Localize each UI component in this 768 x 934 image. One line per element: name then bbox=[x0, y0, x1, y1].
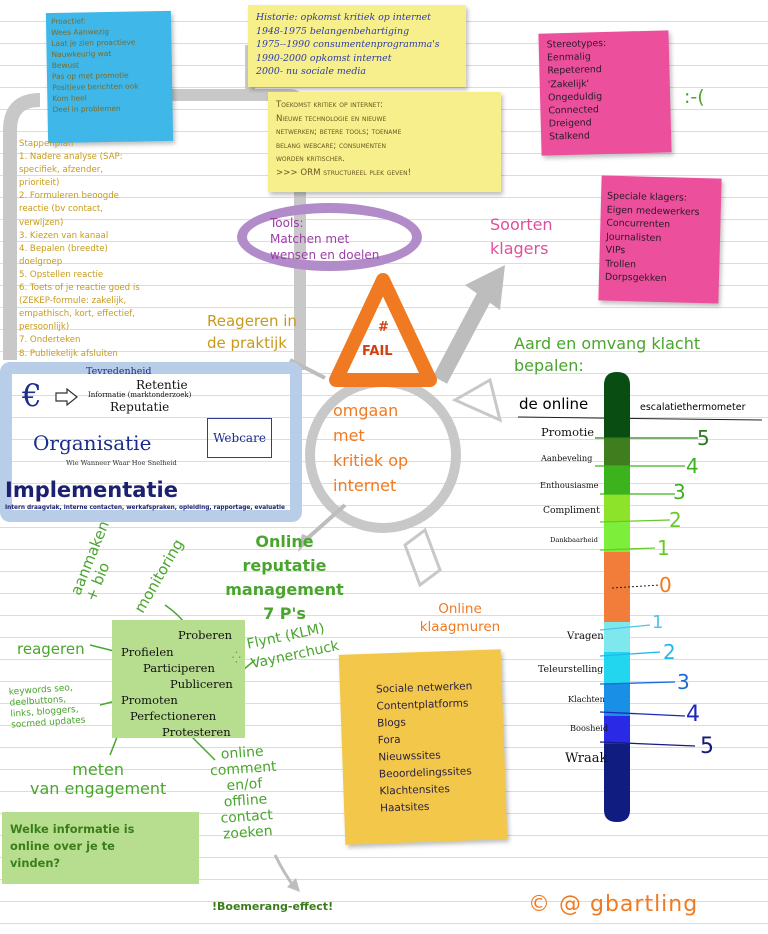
level-num-pos-4: 4 bbox=[686, 454, 699, 478]
meten-engagement: meten van engagement bbox=[30, 760, 167, 798]
level-label-compliment: Compliment bbox=[543, 505, 600, 516]
level-num-neg-4: 4 bbox=[686, 702, 700, 727]
level-num-neg-2: 2 bbox=[663, 640, 676, 664]
p-proberen: Proberen bbox=[178, 628, 233, 642]
informatie-marktonderzoek: Informatie (marktonderzoek) bbox=[88, 391, 192, 399]
seven-p-box bbox=[112, 620, 245, 738]
reputatie: Reputatie bbox=[110, 400, 170, 414]
reageren-label: reageren bbox=[17, 640, 85, 658]
euro-sign: € bbox=[22, 378, 42, 414]
klaagmuren-note: Sociale netwerken Contentplatforms Blogs… bbox=[338, 649, 508, 845]
online-comment: online comment en/of offline contact zoe… bbox=[209, 743, 278, 843]
p-participeren: Participeren bbox=[143, 661, 215, 675]
fail-text: FAIL bbox=[362, 344, 393, 359]
p-protesteren: Protesteren bbox=[162, 725, 231, 739]
level-num-pos-3: 3 bbox=[673, 480, 686, 504]
omgaan-met-kritiek: omgaan met kritiek op internet bbox=[333, 401, 409, 495]
future-text: Toekomst kritiek op internet: Nieuwe tec… bbox=[276, 100, 412, 178]
webcare-box: Webcare bbox=[207, 418, 272, 458]
history-note: Historie: opkomst kritiek op internet 19… bbox=[248, 5, 466, 87]
level-num-neg-1: 1 bbox=[652, 612, 664, 633]
tevredenheid: Tevredenheid bbox=[86, 366, 152, 377]
level-num-pos-5: 5 bbox=[697, 426, 710, 450]
p-profielen: Profielen bbox=[121, 645, 174, 659]
level-label-teleurstelling: Teleurstelling bbox=[538, 664, 604, 675]
orm-title: Online reputatie management 7 P's bbox=[225, 532, 344, 623]
level-label-promotie: Promotie bbox=[541, 425, 595, 439]
fail-hash: # bbox=[378, 320, 389, 335]
organisatie-title: Organisatie bbox=[33, 431, 152, 455]
level-label-wraak: Wraak bbox=[565, 751, 608, 766]
soorten-klagers: Soorten klagers bbox=[490, 215, 553, 258]
level-num-neg-5: 5 bbox=[700, 734, 714, 759]
retentie: Retentie bbox=[136, 378, 188, 392]
implementatie-details: Intern draagvlak, interne contacten, wer… bbox=[5, 505, 285, 511]
level-num-pos-2: 2 bbox=[669, 508, 682, 532]
level-label-klachten: Klachten bbox=[568, 694, 605, 704]
welke-informatie-note: Welke informatie is online over je te vi… bbox=[2, 812, 199, 884]
future-note: Toekomst kritiek op internet: Nieuwe tec… bbox=[268, 92, 501, 192]
boemerang-effect: !Boemerang-effect! bbox=[212, 900, 334, 913]
sad-smiley: :-( bbox=[684, 86, 705, 108]
p-publiceren: Publiceren bbox=[170, 677, 233, 691]
aard-omvang-title: Aard en omvang klacht bepalen: bbox=[514, 334, 701, 375]
level-num-zero: 0 bbox=[659, 573, 672, 597]
level-label-enthousiasme: Enthousiasme bbox=[540, 480, 599, 490]
keywords-seo: keywords seo, deelbuttons, links, blogge… bbox=[8, 683, 86, 731]
level-label-aanbeveling: Aanbeveling bbox=[541, 453, 593, 463]
klaagmuren-title: Online klaagmuren bbox=[419, 601, 501, 635]
fail-triangle-icon bbox=[329, 273, 437, 387]
history-text: Historie: opkomst kritiek op internet 19… bbox=[256, 12, 440, 78]
escalatiethermometer-label: escalatiethermometer bbox=[640, 402, 746, 413]
level-label-dankbaarheid: Dankbaarheid bbox=[550, 536, 598, 544]
signature: © @ gbartling bbox=[528, 892, 699, 917]
stappenplan-list: Stappenplan 1. Nadere analyse (SAP: spec… bbox=[19, 139, 140, 359]
level-num-neg-3: 3 bbox=[677, 670, 690, 694]
organisatie-box bbox=[0, 362, 302, 522]
bullet-marks: ⁛ bbox=[232, 651, 241, 664]
p-promoten: Promoten bbox=[121, 693, 178, 707]
tools-ellipse bbox=[237, 203, 422, 271]
de-online-label: de online bbox=[519, 395, 589, 413]
level-label-vragen: Vragen bbox=[567, 631, 604, 642]
implementatie-title: Implementatie bbox=[5, 478, 178, 502]
reageren-praktijk: Reageren in de praktijk bbox=[207, 312, 297, 352]
tools-text: Tools: Matchen met wensen en doelen bbox=[270, 216, 380, 262]
p-perfectioneren: Perfectioneren bbox=[130, 709, 217, 723]
level-label-boosheid: Boosheid bbox=[570, 723, 609, 733]
level-num-pos-1: 1 bbox=[657, 536, 670, 560]
klaagmuren-list: Sociale netwerken Contentplatforms Blogs… bbox=[375, 680, 473, 815]
welke-informatie-text: Welke informatie is online over je te vi… bbox=[10, 822, 135, 870]
arrow-right-icon bbox=[55, 388, 78, 406]
wie-wanneer-waar: Wie Wanneer Waar Hoe Snelheid bbox=[66, 459, 177, 467]
